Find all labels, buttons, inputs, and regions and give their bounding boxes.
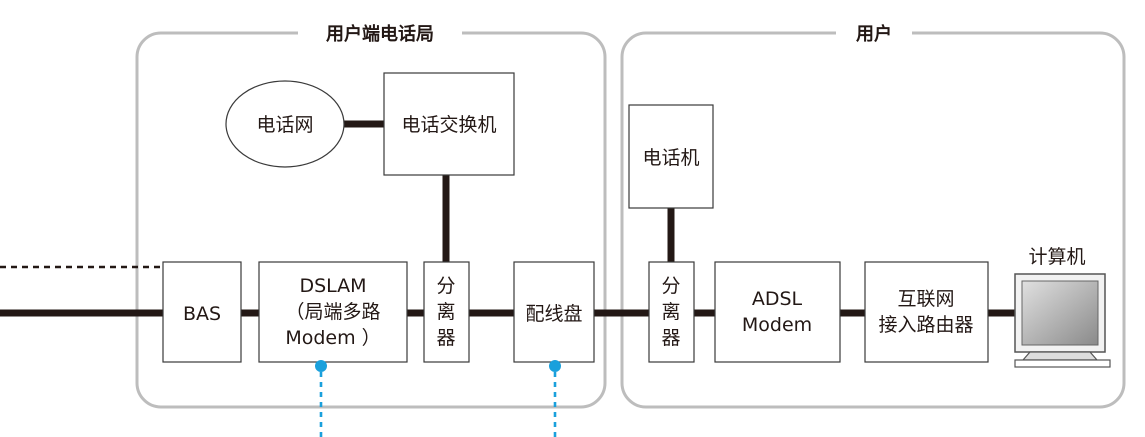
distribution-frame-node bbox=[513, 261, 595, 363]
user-splitter-node bbox=[648, 261, 695, 363]
user-splitter-char2: 离 bbox=[661, 301, 680, 323]
phone-switch-label: 电话交换机 bbox=[401, 114, 496, 136]
dslam-label-line2: （局端多路 bbox=[285, 301, 380, 323]
phone-network-node bbox=[225, 80, 345, 168]
office-splitter-char1: 分 bbox=[436, 275, 455, 297]
dslam-node bbox=[258, 261, 408, 363]
frame-marker-dot bbox=[549, 360, 561, 372]
dslam-label-line1: DSLAM bbox=[299, 275, 366, 297]
office-group-label: 用户端电话局 bbox=[326, 23, 434, 45]
phone-network-label: 电话网 bbox=[256, 114, 313, 136]
user-splitter-char1: 分 bbox=[661, 275, 680, 297]
telephone-node bbox=[628, 104, 714, 209]
office-splitter-node bbox=[423, 261, 470, 363]
dslam-marker-dot bbox=[315, 360, 327, 372]
telephone-label: 电话机 bbox=[642, 147, 699, 169]
adsl-modem-label-line1: ADSL bbox=[752, 288, 803, 310]
adsl-modem-node bbox=[714, 261, 841, 363]
router-node bbox=[864, 261, 989, 363]
user-group-label: 用户 bbox=[856, 23, 892, 45]
distribution-frame-label: 配线盘 bbox=[525, 303, 582, 325]
computer-label: 计算机 bbox=[1028, 246, 1085, 268]
office-group-label-bg bbox=[298, 20, 462, 46]
router-label-line1: 互联网 bbox=[897, 288, 954, 310]
office-splitter-char2: 离 bbox=[436, 301, 455, 323]
dslam-label-line3: Modem ） bbox=[285, 327, 380, 349]
computer-icon bbox=[1014, 273, 1111, 368]
bas-label: BAS bbox=[183, 303, 221, 325]
router-label-line2: 接入路由器 bbox=[878, 314, 973, 336]
user-splitter-char3: 器 bbox=[661, 327, 680, 349]
adsl-modem-label-line2: Modem bbox=[742, 314, 812, 336]
phone-switch-node bbox=[383, 72, 515, 176]
office-splitter-char3: 器 bbox=[436, 327, 455, 349]
user-group-label-bg bbox=[836, 20, 912, 46]
bas-node bbox=[162, 261, 242, 363]
